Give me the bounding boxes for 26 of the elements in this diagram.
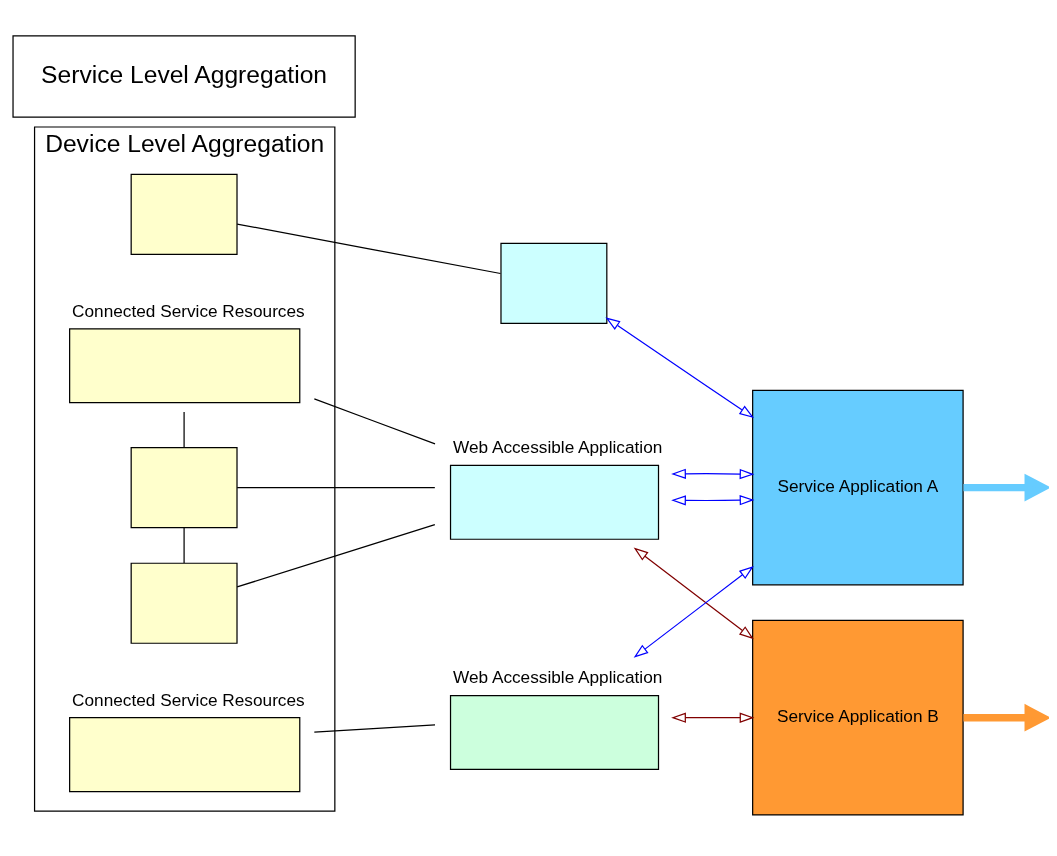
node-label: Connected Service Resources — [72, 300, 305, 321]
node-box — [130, 446, 238, 528]
arrow — [671, 712, 755, 723]
node-label: Web Accessible Application — [452, 666, 663, 687]
node-box: Service Level Aggregation — [12, 34, 356, 118]
arrow — [633, 547, 754, 639]
node-label: Web Accessible Application — [452, 436, 663, 457]
connector — [236, 486, 436, 488]
node-box: Service Application A — [752, 389, 964, 585]
connector — [313, 723, 436, 733]
connector — [236, 523, 436, 588]
node-box — [130, 173, 238, 255]
arrow — [671, 494, 755, 506]
connector — [313, 397, 436, 444]
arrow — [671, 468, 755, 479]
connector — [183, 526, 185, 564]
arrow — [605, 316, 754, 418]
connector — [236, 222, 502, 274]
arrow — [633, 565, 754, 658]
arrow — [963, 703, 1049, 732]
node-box: Service Application B — [752, 619, 964, 816]
node-box — [500, 242, 608, 324]
node-box — [130, 562, 238, 644]
arrow — [963, 473, 1049, 501]
node-label: Connected Service Resources — [72, 689, 305, 710]
connector — [183, 410, 185, 448]
